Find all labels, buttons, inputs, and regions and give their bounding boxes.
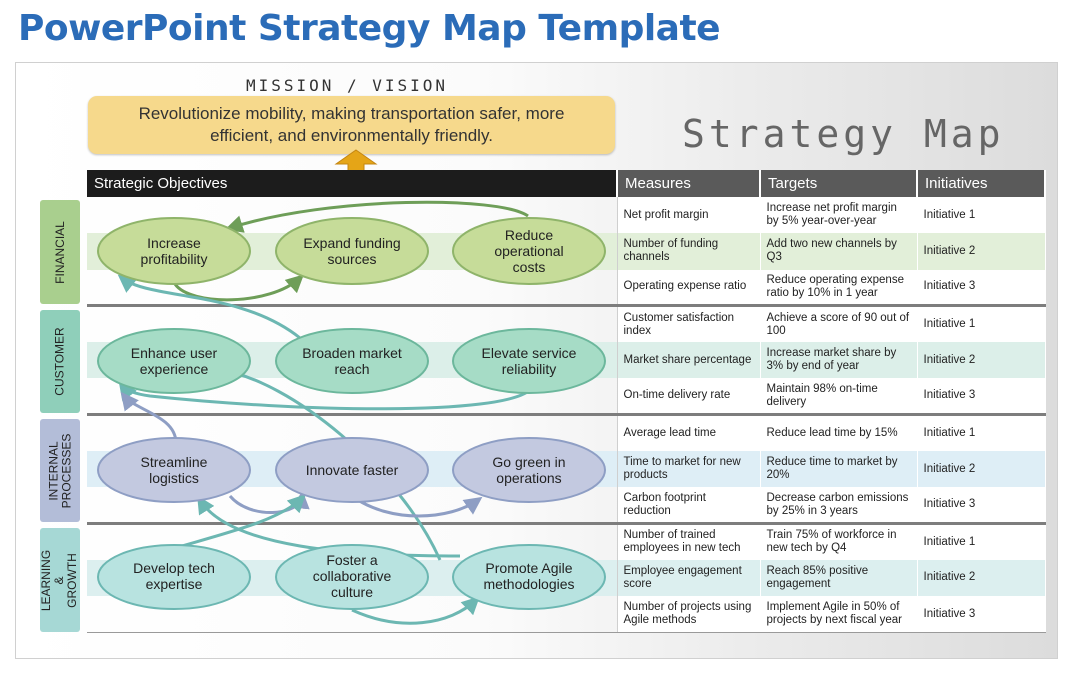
measure-cell: Number of funding channels: [617, 233, 761, 270]
table-row: Number of trained employees in new tech …: [87, 522, 1046, 560]
initiative-cell: Initiative 2: [917, 450, 1046, 488]
target-cell: Implement Agile in 50% of projects by ne…: [760, 596, 918, 634]
measure-cell: Net profit margin: [617, 197, 761, 234]
page-title: PowerPoint Strategy Map Template: [18, 8, 721, 49]
table-row: Employee engagement score Reach 85% posi…: [87, 559, 1046, 597]
initiative-cell: Initiative 1: [917, 197, 1046, 234]
perspective-label: INTERNAL PROCESSES: [46, 433, 73, 508]
header-measures: Measures: [617, 170, 761, 197]
strategy-table: Strategic Objectives Measures Targets In…: [87, 170, 1046, 634]
perspective-label: LEARNING & GROWTH: [39, 549, 80, 611]
initiative-cell: Initiative 3: [917, 378, 1046, 415]
perspective-tab-customer: CUSTOMER: [40, 310, 80, 413]
measure-cell: Average lead time: [617, 413, 761, 451]
target-cell: Reduce time to market by 20%: [760, 450, 918, 488]
strategy-map-title: Strategy Map: [682, 112, 1005, 156]
initiative-cell: Initiative 1: [917, 522, 1046, 560]
target-cell: Train 75% of workforce in new tech by Q4: [760, 522, 918, 560]
perspective-label: FINANCIAL: [52, 220, 67, 284]
measure-cell: Customer satisfaction index: [617, 304, 761, 343]
target-cell: Achieve a score of 90 out of 100: [760, 304, 918, 343]
mission-box: Revolutionize mobility, making transport…: [88, 96, 615, 154]
measure-cell: Carbon footprint reduction: [617, 487, 761, 524]
initiative-cell: Initiative 2: [917, 559, 1046, 597]
mission-text: Revolutionize mobility, making transport…: [138, 104, 565, 145]
initiative-cell: Initiative 3: [917, 596, 1046, 634]
perspective-label: CUSTOMER: [52, 327, 67, 396]
table-row: Net profit margin Increase net profit ma…: [87, 197, 1046, 234]
measure-cell: On-time delivery rate: [617, 378, 761, 415]
initiative-cell: Initiative 3: [917, 487, 1046, 524]
table-row: Market share percentage Increase market …: [87, 342, 1046, 379]
measure-cell: Market share percentage: [617, 342, 761, 379]
header-initiatives: Initiatives: [917, 170, 1046, 197]
target-cell: Reduce operating expense ratio by 10% in…: [760, 269, 918, 306]
table-row: Carbon footprint reduction Decrease carb…: [87, 487, 1046, 524]
target-cell: Reach 85% positive engagement: [760, 559, 918, 597]
perspective-tab-financial: FINANCIAL: [40, 200, 80, 304]
table-row: Average lead time Reduce lead time by 15…: [87, 413, 1046, 451]
table-row: On-time delivery rate Maintain 98% on-ti…: [87, 378, 1046, 415]
target-cell: Add two new channels by Q3: [760, 233, 918, 270]
target-cell: Increase market share by 3% by end of ye…: [760, 342, 918, 379]
header-targets: Targets: [760, 170, 918, 197]
table-row: Number of funding channels Add two new c…: [87, 233, 1046, 270]
target-cell: Decrease carbon emissions by 25% in 3 ye…: [760, 487, 918, 524]
measure-cell: Number of trained employees in new tech: [617, 522, 761, 560]
initiative-cell: Initiative 1: [917, 304, 1046, 343]
measure-cell: Number of projects using Agile methods: [617, 596, 761, 634]
header-objectives: Strategic Objectives: [87, 170, 618, 197]
table-row: Operating expense ratio Reduce operating…: [87, 269, 1046, 306]
measure-cell: Time to market for new products: [617, 450, 761, 488]
initiative-cell: Initiative 3: [917, 269, 1046, 306]
perspective-tab-internal-processes: INTERNAL PROCESSES: [40, 419, 80, 522]
measure-cell: Employee engagement score: [617, 559, 761, 597]
initiative-cell: Initiative 2: [917, 342, 1046, 379]
table-row: Time to market for new products Reduce t…: [87, 450, 1046, 488]
target-cell: Increase net profit margin by 5% year-ov…: [760, 197, 918, 234]
measure-cell: Operating expense ratio: [617, 269, 761, 306]
target-cell: Maintain 98% on-time delivery: [760, 378, 918, 415]
perspective-tab-learning-growth: LEARNING & GROWTH: [40, 528, 80, 632]
mission-label: MISSION / VISION: [245, 76, 449, 95]
target-cell: Reduce lead time by 15%: [760, 413, 918, 451]
table-row: Number of projects using Agile methods I…: [87, 596, 1046, 634]
initiative-cell: Initiative 1: [917, 413, 1046, 451]
table-row: Customer satisfaction index Achieve a sc…: [87, 304, 1046, 343]
initiative-cell: Initiative 2: [917, 233, 1046, 270]
